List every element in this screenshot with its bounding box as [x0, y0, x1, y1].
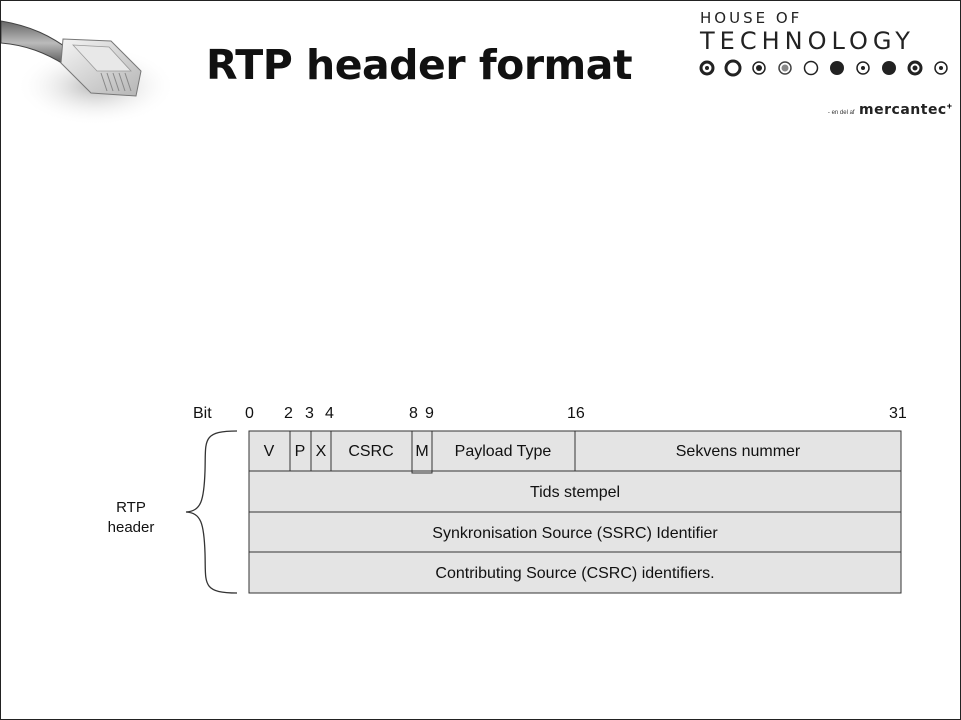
- logo-subtitle: - en del af mercantec+: [828, 101, 952, 119]
- logo-sub-small: - en del af: [827, 110, 855, 116]
- field-padding: P: [295, 443, 306, 460]
- bit-number-4: 4: [325, 405, 334, 422]
- marker-field-box: [411, 430, 433, 474]
- field-sequence-number: Sekvens nummer: [676, 443, 801, 460]
- bit-number-31: 31: [889, 405, 907, 422]
- field-csrc-identifiers: Contributing Source (CSRC) identifiers.: [435, 565, 714, 582]
- side-label-header: header: [108, 519, 155, 536]
- field-payload-type: Payload Type: [455, 443, 552, 460]
- bit-label: Bit: [193, 405, 212, 422]
- bit-number-9: 9: [425, 405, 434, 422]
- rtp-header-brace: [185, 430, 238, 594]
- logo-line1: HOUSE OF: [700, 9, 803, 27]
- field-csrc-count: CSRC: [348, 443, 393, 460]
- page-title: RTP header format: [206, 41, 633, 89]
- header-row-2: [248, 470, 902, 513]
- bit-number-3: 3: [305, 405, 314, 422]
- logo-sub-plus: +: [946, 101, 952, 111]
- field-version: V: [264, 443, 275, 460]
- bit-number-8: 8: [409, 405, 418, 422]
- logo-sub-brand: mercantec: [859, 102, 947, 118]
- field-extension: X: [316, 443, 327, 460]
- ethernet-cable-icon: [1, 20, 176, 126]
- field-ssrc: Synkronisation Source (SSRC) Identifier: [432, 525, 718, 542]
- side-label-rtp: RTP: [116, 499, 146, 516]
- bit-number-0: 0: [245, 405, 254, 422]
- bit-number-16: 16: [567, 405, 585, 422]
- house-of-technology-logo: HOUSE OF TECHNOLOGY - en del af mercante…: [698, 7, 956, 127]
- bit-number-2: 2: [284, 405, 293, 422]
- field-marker: M: [415, 443, 428, 460]
- logo-dots-icon: [699, 59, 948, 77]
- logo-line2: TECHNOLOGY: [700, 27, 915, 55]
- header-row-4: [248, 551, 902, 594]
- field-timestamp: Tids stempel: [530, 484, 620, 501]
